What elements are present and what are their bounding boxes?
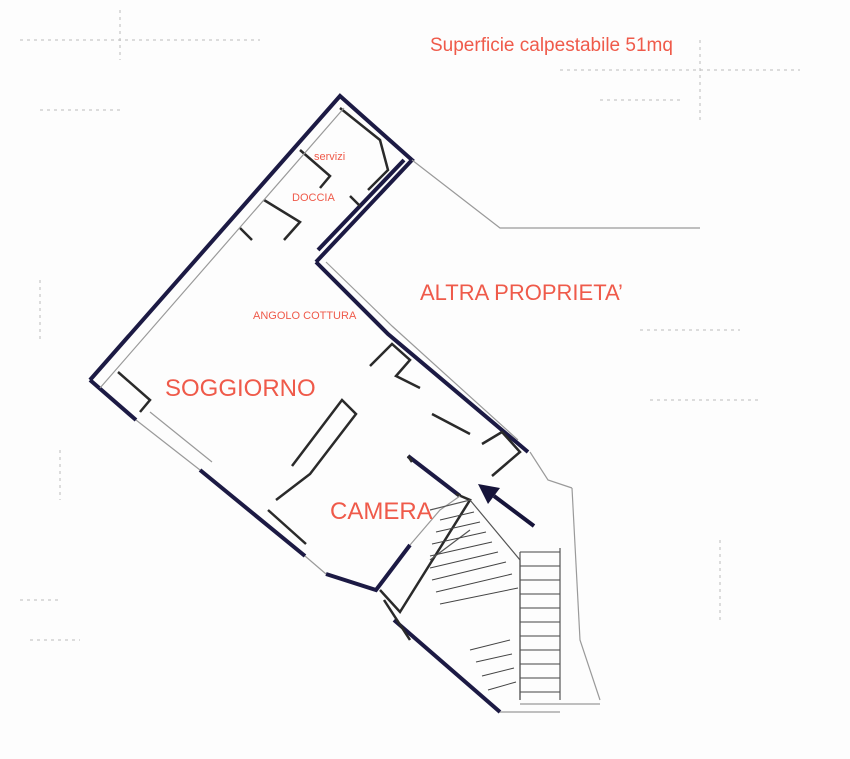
room-label-angolo-cottura: ANGOLO COTTURA (253, 310, 357, 322)
room-label-camera: CAMERA (330, 498, 433, 525)
room-label-servizi: servizi (314, 151, 346, 163)
surface-area-title: Superficie calpestabile 51mq (430, 35, 673, 56)
outer-walls (88, 93, 530, 714)
wall-outlines (99, 107, 700, 713)
scan-noise (20, 10, 800, 641)
staircase (429, 499, 561, 700)
inner-walls (117, 107, 522, 641)
entrance-arrow-icon (478, 484, 536, 528)
room-label-altra-proprieta: ALTRA PROPRIETA’ (420, 280, 623, 305)
room-label-doccia: DOCCIA (292, 192, 335, 204)
room-label-soggiorno: SOGGIORNO (165, 375, 316, 402)
